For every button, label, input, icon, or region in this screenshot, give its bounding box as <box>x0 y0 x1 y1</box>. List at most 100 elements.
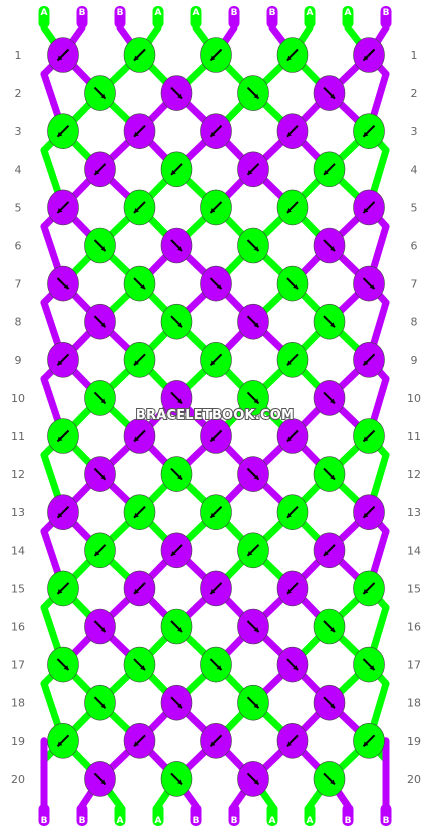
knot <box>84 608 116 645</box>
knot <box>237 684 269 721</box>
top-strand-end <box>38 6 50 28</box>
row-number-right: 15 <box>407 582 421 595</box>
knot <box>276 37 309 73</box>
row-number-right: 7 <box>411 278 418 291</box>
knot <box>160 684 193 721</box>
knot <box>237 456 269 492</box>
bottom-strand-end <box>190 804 202 826</box>
knot <box>47 570 79 607</box>
bottom-strand-end <box>38 804 50 826</box>
knot <box>47 494 79 531</box>
top-strand-label: B <box>383 8 390 18</box>
arrow-head-icon <box>253 703 259 709</box>
knot <box>353 189 385 226</box>
bottom-strand-end <box>304 804 316 826</box>
top-strand-end <box>114 6 126 28</box>
arrow-head-icon <box>134 360 139 366</box>
knot <box>160 151 193 188</box>
arrow-head-icon <box>363 589 369 594</box>
knot <box>353 570 385 607</box>
knot <box>160 227 193 264</box>
arrow-head-icon <box>253 93 259 99</box>
knot <box>276 722 309 759</box>
knot <box>84 303 116 340</box>
knot <box>313 684 346 721</box>
arrow-head-icon <box>253 246 259 251</box>
knot <box>313 151 346 188</box>
knot <box>353 37 385 73</box>
row-number-left: 6 <box>15 240 22 253</box>
top-strand-end <box>76 6 88 28</box>
arrow-head-icon <box>287 208 292 213</box>
arrow-head-icon <box>100 703 106 709</box>
arrow-head-icon <box>324 169 329 175</box>
arrow-head-icon <box>140 665 145 671</box>
arrow-head-icon <box>210 589 216 594</box>
arrow-head-icon <box>171 550 176 556</box>
arrow-head-icon <box>247 169 253 175</box>
knot <box>200 341 232 378</box>
row-number-left: 14 <box>11 544 25 557</box>
arrow-head-icon <box>57 589 63 594</box>
top-strand-end <box>190 6 202 28</box>
watermark-text: BRACELETBOOK.COM <box>136 408 294 423</box>
arrow-head-icon <box>177 322 182 328</box>
arrow-head-icon <box>177 627 182 632</box>
knot <box>200 722 232 759</box>
top-strand-label: A <box>307 8 314 18</box>
knot <box>353 113 385 149</box>
row-number-left: 19 <box>11 735 25 748</box>
knot <box>313 761 346 797</box>
arrow-head-icon <box>177 246 182 251</box>
knot <box>237 761 269 797</box>
row-number-right: 13 <box>407 506 421 519</box>
arrow-head-icon <box>216 284 222 290</box>
row-number-right: 2 <box>411 87 418 100</box>
knot <box>84 761 116 797</box>
arrow-head-icon <box>210 131 216 137</box>
knot <box>237 532 269 569</box>
bottom-strand-end <box>380 804 392 826</box>
arrow-head-icon <box>363 741 369 747</box>
knot <box>160 75 193 111</box>
knot <box>353 646 385 683</box>
bottom-strand-label: A <box>155 816 162 826</box>
knot <box>200 494 232 531</box>
knot <box>353 722 385 759</box>
row-number-right: 19 <box>407 735 421 748</box>
arrow-head-icon <box>287 512 292 518</box>
knot <box>47 265 79 302</box>
arrow-head-icon <box>57 55 63 61</box>
top-strand-label: B <box>269 8 276 18</box>
knot <box>200 189 232 226</box>
knot <box>160 761 193 797</box>
arrow-head-icon <box>369 284 375 290</box>
arrow-head-icon <box>177 474 182 480</box>
row-number-left: 11 <box>11 430 25 443</box>
row-number-left: 8 <box>15 316 22 329</box>
knot <box>160 456 193 492</box>
knot <box>200 113 232 149</box>
arrow-head-icon <box>134 55 139 61</box>
knot <box>84 456 116 492</box>
row-number-right: 16 <box>407 621 421 634</box>
knot <box>47 189 79 226</box>
row-number-right: 12 <box>407 468 421 481</box>
row-number-left: 13 <box>11 506 25 519</box>
row-number-left: 20 <box>11 773 25 786</box>
arrow-head-icon <box>63 665 69 671</box>
row-number-right: 20 <box>407 773 421 786</box>
knot <box>200 418 232 454</box>
knot <box>123 570 156 607</box>
top-strand-end <box>228 6 240 28</box>
top-strand-label: B <box>117 8 124 18</box>
row-number-right: 5 <box>411 201 418 214</box>
row-number-right: 17 <box>407 659 421 672</box>
arrow-head-icon <box>253 779 259 785</box>
arrow-head-icon <box>100 322 106 328</box>
knot <box>313 303 346 340</box>
arrow-head-icon <box>140 284 145 290</box>
arrow-head-icon <box>330 779 335 785</box>
knot <box>123 418 156 454</box>
knot <box>276 418 309 454</box>
